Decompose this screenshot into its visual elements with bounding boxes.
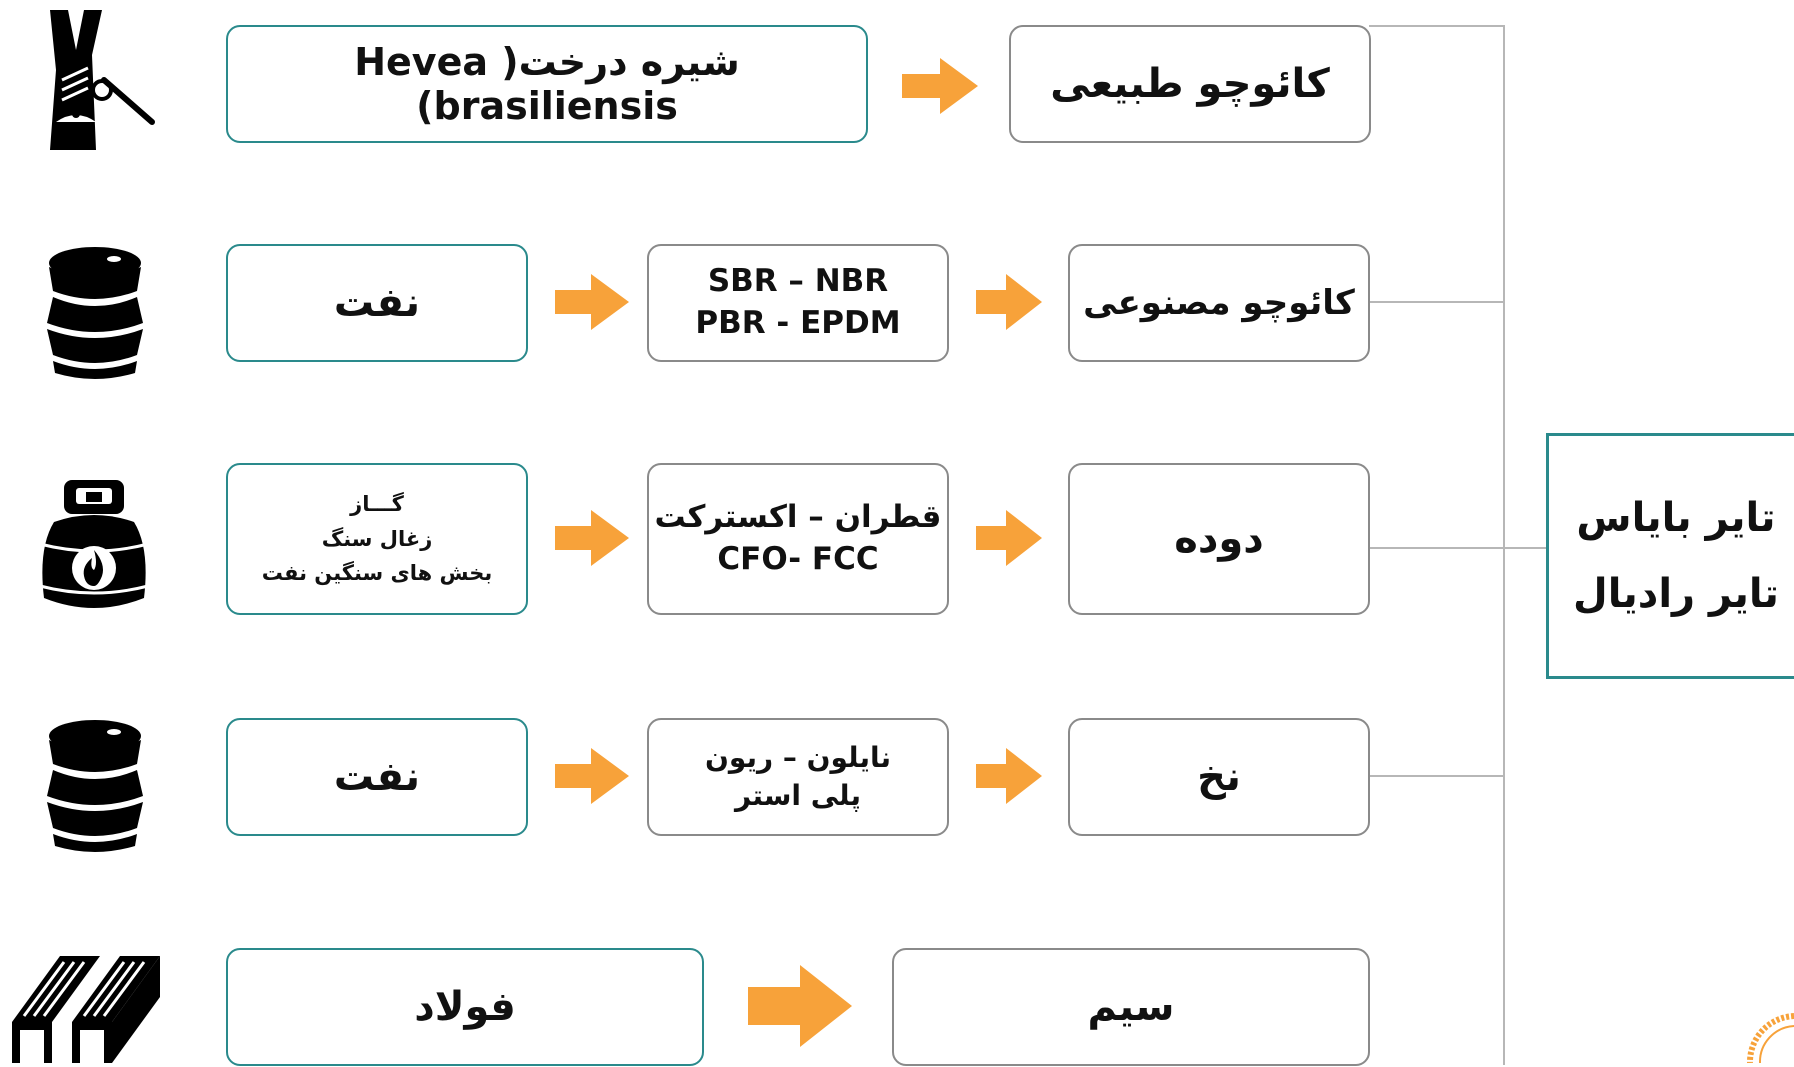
gas-cylinder-icon — [36, 478, 152, 618]
top-connector — [1369, 25, 1505, 27]
product-box-carbon-black: دوده — [1068, 463, 1370, 615]
arrow-icon — [902, 58, 978, 114]
source-label: شیره درخت( Hevea brasiliensis) — [354, 40, 740, 128]
intermediate-box-feedstock-oils: قطران – اکسترکت CFO- FCC — [647, 463, 949, 615]
intermediate-line: SBR – NBR — [707, 263, 889, 300]
oil-barrel-icon — [44, 245, 146, 380]
product-label: نخ — [1197, 754, 1241, 800]
product-label: کائوچو طبیعی — [1050, 61, 1330, 107]
product-box-wire: سیم — [892, 948, 1370, 1066]
tire-types-box: تایر بایاس تایر رادیال — [1546, 433, 1794, 679]
connector-yarn — [1369, 775, 1505, 777]
source-line: بخش های سنگین نفت — [261, 561, 493, 586]
trunk-line — [1503, 25, 1505, 1065]
product-label: کائوچو مصنوعی — [1083, 283, 1355, 323]
source-label: نفت — [333, 280, 421, 326]
tire-type-radial: تایر رادیال — [1573, 571, 1779, 617]
connector-carbon-black — [1369, 547, 1505, 549]
product-label: دوده — [1174, 516, 1264, 562]
tire-type-bias: تایر بایاس — [1576, 495, 1776, 541]
product-box-yarn: نخ — [1068, 718, 1370, 836]
source-line: گـــاز — [350, 492, 404, 517]
oil-barrel-icon — [44, 718, 146, 853]
intermediate-line: قطران – اکسترکت — [654, 499, 942, 536]
source-line: زغال سنگ — [321, 526, 433, 551]
intermediate-box-fibers: نایلون – ریون پلی استر — [647, 718, 949, 836]
intermediate-line: CFO- FCC — [717, 541, 879, 577]
source-box-steel: فولاد — [226, 948, 704, 1066]
arrow-icon — [555, 274, 629, 330]
arrow-icon — [555, 510, 629, 566]
source-box-oil: نفت — [226, 718, 528, 836]
source-label: فولاد — [414, 984, 516, 1030]
tree-tap-icon — [42, 10, 162, 150]
product-box-natural-rubber: کائوچو طبیعی — [1009, 25, 1371, 143]
arrow-icon — [976, 510, 1042, 566]
arrow-icon — [555, 748, 629, 804]
source-box-oil: نفت — [226, 244, 528, 362]
intermediate-line: پلی استر — [735, 779, 861, 812]
connector-tire-box — [1503, 547, 1548, 549]
logo-emblem-icon — [1746, 1010, 1794, 1064]
source-box-tree-sap: شیره درخت( Hevea brasiliensis) — [226, 25, 868, 143]
intermediate-line: نایلون – ریون — [704, 741, 891, 775]
connector-synthetic-rubber — [1369, 301, 1505, 303]
product-box-synthetic-rubber: کائوچو مصنوعی — [1068, 244, 1370, 362]
intermediate-box-synthetic-polymers: SBR – NBR PBR - EPDM — [647, 244, 949, 362]
arrow-icon — [748, 965, 852, 1047]
arrow-icon — [976, 748, 1042, 804]
source-box-carbon-sources: گـــاز زغال سنگ بخش های سنگین نفت — [226, 463, 528, 615]
source-label: نفت — [333, 754, 421, 800]
product-label: سیم — [1087, 984, 1175, 1030]
arrow-icon — [976, 274, 1042, 330]
steel-beams-icon — [10, 952, 180, 1063]
intermediate-line: PBR - EPDM — [695, 305, 901, 341]
